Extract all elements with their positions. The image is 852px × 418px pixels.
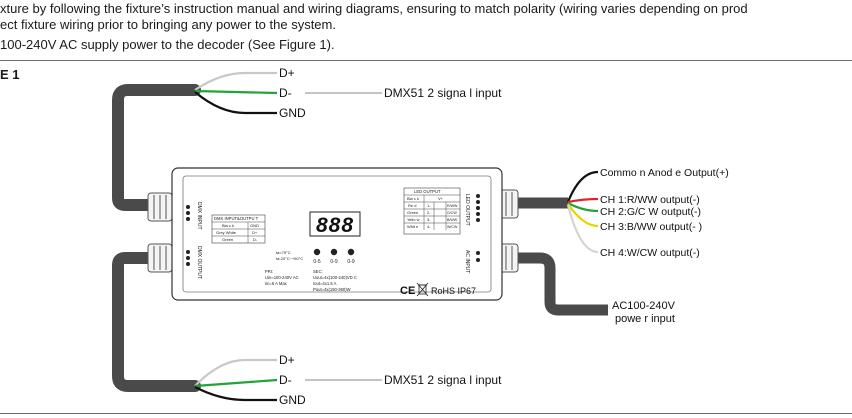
section-divider-bottom	[0, 413, 852, 414]
left-port-dots	[186, 205, 190, 266]
led-table-cell: G/CW	[447, 211, 457, 215]
right-port-bottom-label: AC INPUT	[464, 250, 470, 273]
address-hundreds-button[interactable]	[313, 248, 321, 256]
common-anode-wire	[566, 170, 599, 203]
dmx-table-cell: D+	[252, 230, 258, 235]
power-label-voltage: AC100-240V	[612, 300, 676, 312]
ch2-wire	[567, 202, 599, 213]
button-label: 0-9	[330, 259, 337, 265]
dmx-table-cell: Grey White	[216, 230, 237, 235]
bottom-gnd-wire	[194, 386, 277, 402]
instruction-line-2: ect fixture wiring prior to bringing any…	[0, 17, 336, 32]
left-bottom-gland	[147, 243, 173, 273]
left-port-bottom-label: DMX OUTPUT	[196, 246, 202, 279]
left-port-top-label: DMX INPUT	[196, 202, 202, 230]
left-top-gland	[147, 192, 173, 222]
address-tens-button[interactable]	[330, 248, 338, 256]
dmx-table-cell: Green	[222, 237, 233, 242]
right-port-dots	[476, 194, 480, 262]
top-gnd-label: GND	[279, 106, 306, 120]
figure-label: E 1	[0, 67, 20, 82]
led-table-header: LED OUTPUT	[414, 189, 441, 194]
sec-spec-line: SEC:	[313, 269, 323, 274]
instruction-line-3: 100-240V AC supply power to the decoder …	[0, 37, 335, 52]
led-wiring-table: LED OUTPUT Bla c k V+ Re d 1- R/WW Green…	[403, 187, 461, 235]
dmx-wiring-table: DMX INPUT&OUTPU T Bla c k GND Grey White…	[211, 214, 266, 244]
led-table-cell: W/CW	[447, 225, 458, 229]
temperature-range: ta-20°C~+50°C	[276, 256, 303, 261]
bottom-dplus-wire	[194, 358, 277, 387]
weee-bin-icon	[416, 282, 429, 297]
top-gnd-wire	[194, 91, 277, 115]
pri-spec-line: Uin=100-240V AC	[265, 275, 299, 280]
sec-spec-line: Uout=4x(100-240)VD C	[313, 275, 357, 280]
top-dplus-label: D+	[279, 66, 295, 80]
ce-mark: CE	[400, 285, 415, 297]
button-label: 0-9	[347, 259, 354, 265]
sec-spec-line: Pout=4x(150-360)W	[313, 287, 351, 292]
led-table-cell: V+	[438, 196, 444, 201]
top-dmx-cable	[112, 84, 201, 211]
led-table-cell: 3-	[427, 217, 431, 222]
dmx-table-header: DMX INPUT&OUTPU T	[214, 216, 259, 221]
decoder-front-panel	[182, 175, 492, 293]
pri-spec-line: Iin=6 A Max	[265, 281, 288, 286]
seven-segment-display: 888	[316, 214, 354, 237]
address-units-button[interactable]	[347, 248, 355, 256]
instruction-line-1: xture by following the fixture’s instruc…	[0, 1, 748, 16]
dmx-table-cell: GND	[250, 223, 259, 228]
right-port-top-label: LED OUTPUT	[464, 194, 470, 226]
button-label: 0-5	[313, 259, 320, 265]
dmx-table-cell: Bla c k	[222, 223, 234, 228]
bottom-signal-label: DMX51 2 signa l input	[384, 373, 502, 387]
bottom-dplus-label: D+	[279, 353, 295, 367]
top-dplus-wire	[194, 71, 277, 91]
bottom-dmx-cable	[112, 252, 201, 392]
led-table-cell: Whit e	[407, 224, 419, 229]
bottom-dminus-label: D-	[279, 373, 292, 387]
output-label-ch1: CH 1:R/WW output(-)	[600, 194, 700, 206]
ch3-wire	[567, 203, 599, 228]
section-divider-top	[0, 60, 852, 61]
led-table-cell: R/WW	[447, 204, 458, 208]
led-table-cell: Yello w	[407, 217, 420, 222]
led-table-cell: Bla c k	[407, 196, 419, 201]
ac-power-cable	[518, 252, 608, 316]
output-label-ch4: CH 4:W/CW output(-)	[600, 247, 700, 259]
bottom-dminus-wire	[194, 378, 278, 388]
pri-spec-line: PRI:	[265, 269, 273, 274]
temperature-rating: ta=75°C	[276, 250, 291, 255]
output-label-ch2: CH 2:G/C W output(-)	[600, 206, 701, 218]
top-dminus-label: D-	[279, 86, 292, 100]
top-signal-label: DMX51 2 signa l input	[384, 86, 502, 100]
bottom-gnd-label: GND	[279, 393, 306, 407]
dmx-table-cell: D-	[253, 237, 258, 242]
led-table-cell: 4-	[427, 224, 431, 229]
led-table-cell: Re d	[408, 203, 416, 208]
top-dminus-wire	[194, 89, 278, 95]
sec-spec-line: Iout=4x1.5 A	[313, 281, 337, 286]
display-frame	[309, 211, 361, 237]
led-table-cell: 2-	[427, 210, 431, 215]
output-label-common-anode: Commo n Anod e Output(+)	[600, 167, 729, 179]
ch1-wire	[567, 197, 599, 204]
ch4-wire	[566, 204, 599, 254]
led-table-cell: Green	[407, 210, 418, 215]
led-table-cell: 1-	[427, 203, 431, 208]
power-label-input: powe r input	[615, 313, 675, 325]
rohs-ip67-mark: RoHS IP67	[431, 286, 476, 296]
led-table-cell: B/WW	[447, 218, 458, 222]
output-label-ch3: CH 3:B/WW output(- )	[600, 221, 702, 233]
